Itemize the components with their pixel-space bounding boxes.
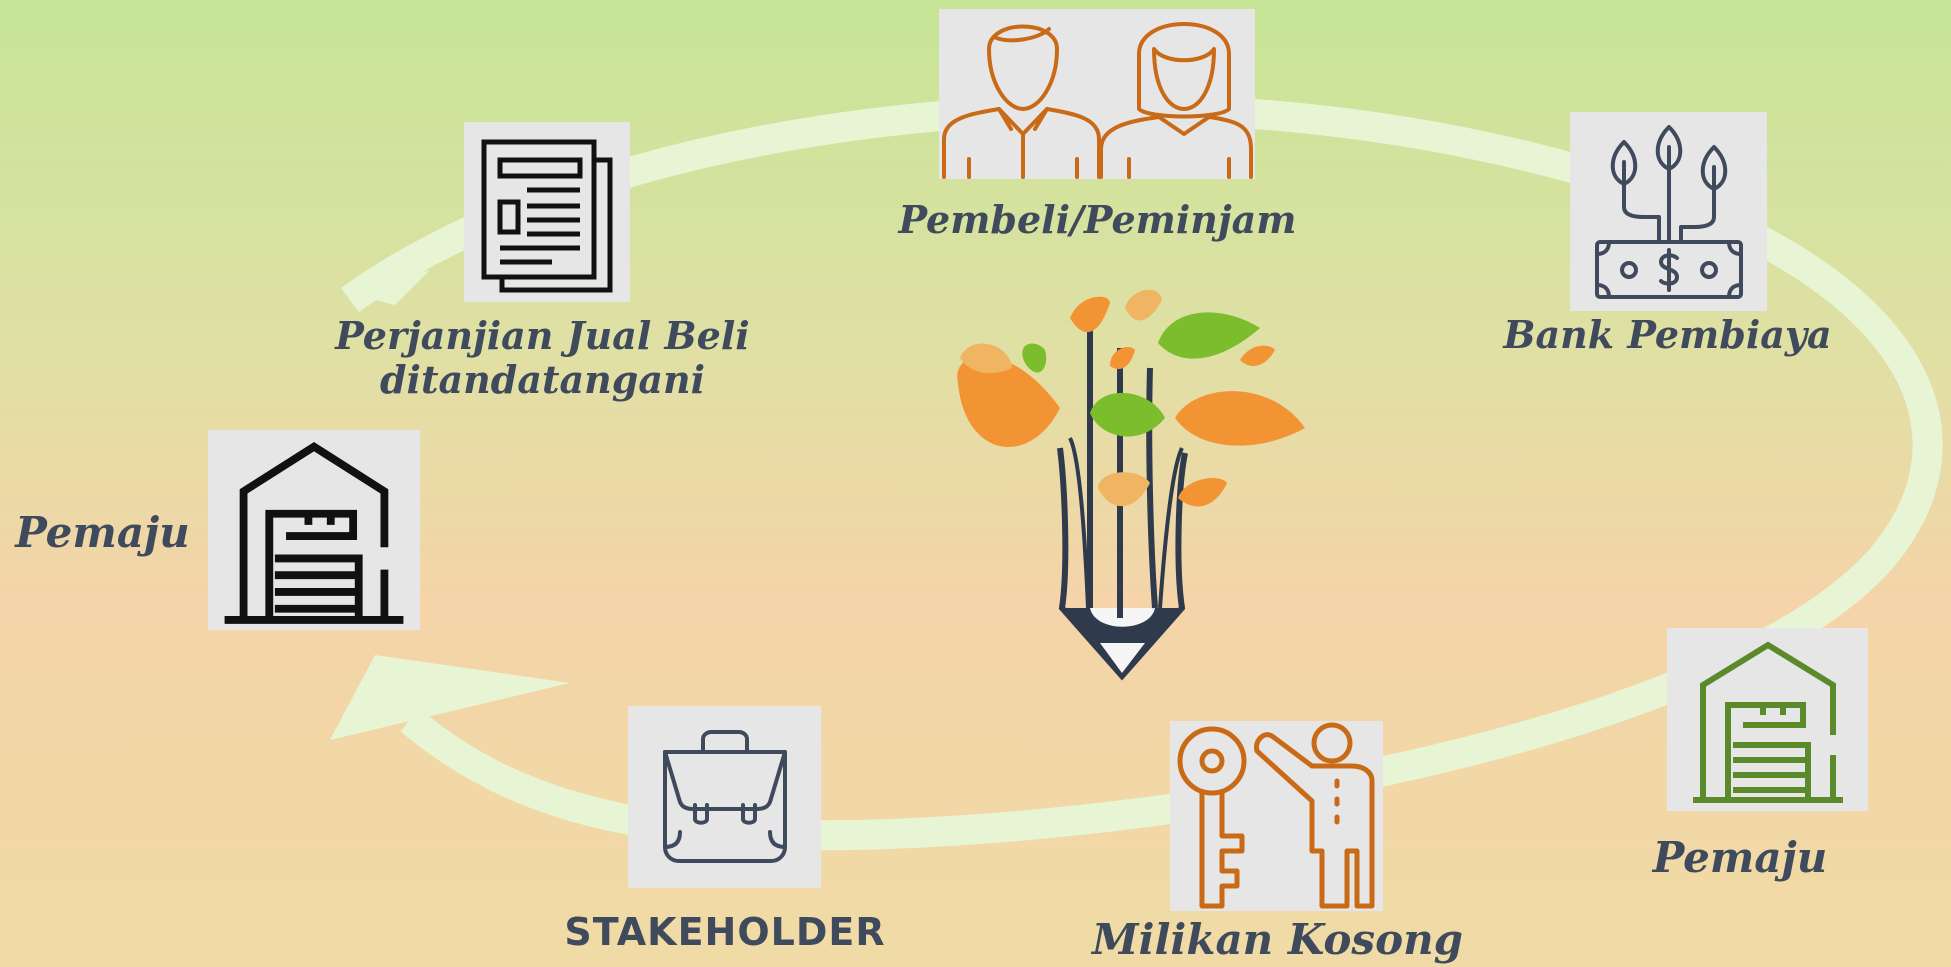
- warehouse-icon: [1692, 640, 1843, 803]
- vacant-property-label: Milikan Kosong: [1092, 915, 1463, 964]
- buyer-couple-icon: [942, 22, 1253, 179]
- warehouse-icon: [224, 441, 404, 624]
- developer-right-label: Pemaju: [1652, 833, 1828, 882]
- bank-label: Bank Pembiaya: [1503, 312, 1832, 357]
- newspaper-document-icon: [481, 139, 613, 292]
- developer-left-icon-box: [208, 430, 420, 630]
- key-handover-icon: [1177, 722, 1374, 909]
- buyer-icon-box: [939, 9, 1255, 179]
- stakeholder-label: STAKEHOLDER: [564, 910, 886, 954]
- vacant-property-icon-box: [1170, 721, 1383, 911]
- tree-pencil-logo: [957, 289, 1305, 681]
- developer-left-label: Pemaju: [15, 508, 190, 557]
- agreement-label-line2: ditandatangani: [379, 357, 706, 402]
- stakeholder-icon-box: [628, 706, 821, 888]
- developer-right-icon-box: [1667, 628, 1868, 811]
- agreement-icon-box: [464, 122, 630, 302]
- briefcase-icon: [662, 730, 787, 863]
- agreement-label-line1: Perjanjian Jual Beli: [335, 313, 750, 358]
- money-growth-icon: [1594, 124, 1743, 299]
- bank-icon-box: [1570, 112, 1767, 311]
- buyer-label: Pembeli/Peminjam: [898, 197, 1297, 242]
